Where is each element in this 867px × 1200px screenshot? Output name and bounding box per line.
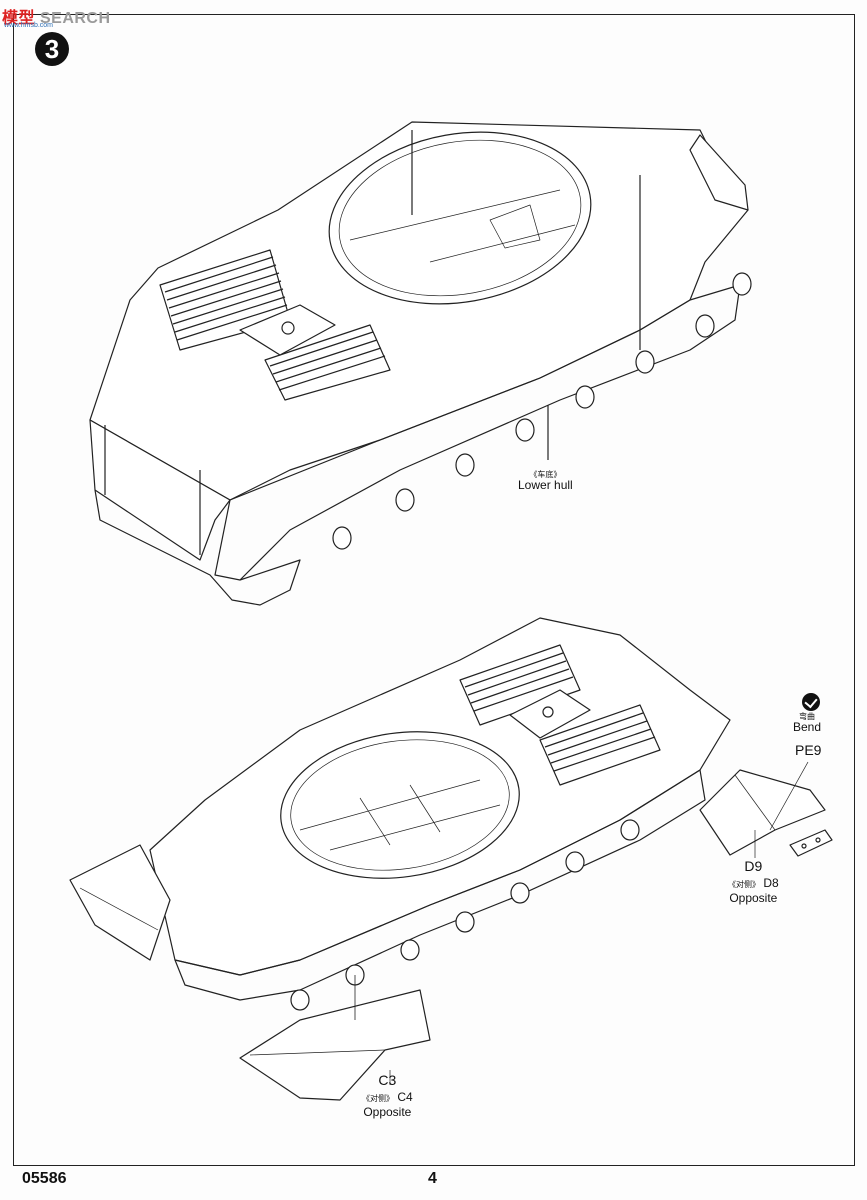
lower-hull-label: 《车底》 Lower hull [518, 470, 573, 493]
lower-ring-beam-2 [329, 804, 501, 851]
lower-hatch-knob [542, 706, 554, 718]
upper-road-wheels [332, 272, 752, 550]
part-d8-text: D8 [763, 876, 779, 891]
part-pe9-text: PE9 [795, 742, 822, 758]
upper-grille-right-slats [269, 331, 386, 391]
upper-front-bracket [689, 134, 749, 211]
part-pe9-piece [789, 829, 833, 857]
lower-grille-rear-slats [464, 652, 574, 712]
pe9-hole-1 [801, 843, 807, 849]
watermark-brand-cn: 模型 [2, 10, 36, 27]
page-frame [13, 14, 855, 1166]
upper-hull-lower-tub [94, 489, 301, 606]
part-d8-opposite-cn: 《对侧》 [728, 880, 760, 890]
lower-rear-fender-attached [69, 844, 171, 961]
part-d8-opposite-en: Opposite [729, 891, 778, 906]
part-c4-opposite-cn: 《对侧》 [362, 1094, 394, 1104]
part-d9-label: D9 《对侧》 D8 Opposite [728, 858, 779, 906]
step-number-badge: 3 [35, 32, 69, 66]
lower-rear-fender-ridge [79, 887, 159, 931]
part-d9-text: D9 [744, 858, 763, 874]
part-c3-ridge [249, 1049, 386, 1056]
pe9-leader-line [769, 761, 809, 831]
part-c3-fender [239, 989, 431, 1101]
bend-label: 弯曲 Bend [793, 712, 821, 735]
lower-turret-ring-inner [290, 739, 510, 871]
lower-hull-drawing [69, 617, 833, 1101]
part-d8-opposite-line: 《对侧》 D8 [728, 876, 779, 890]
lower-center-hatch [509, 689, 591, 739]
pe9-hole-2 [815, 837, 821, 843]
upper-hatch-knob [281, 321, 295, 335]
bend-label-en: Bend [793, 720, 822, 735]
part-c4-text: C4 [397, 1090, 413, 1105]
lower-turret-ring-outer [280, 731, 520, 879]
upper-hull-front-face [89, 419, 231, 561]
lower-ring-beam-3 [359, 797, 391, 846]
bend-label-cn: 弯曲 [799, 712, 816, 721]
watermark-brand-en: SEARCH [39, 10, 111, 27]
lower-ring-beam-4 [409, 784, 441, 833]
upper-turret-ring-inner [338, 139, 582, 297]
part-c4-opposite-en: Opposite [363, 1105, 412, 1120]
upper-hull-drawing [89, 121, 752, 606]
kit-code: 05586 [22, 1170, 67, 1187]
part-c3-text: C3 [378, 1072, 397, 1088]
part-pe9-label: PE9 [795, 742, 821, 758]
lower-grille-front-slats [544, 712, 656, 772]
upper-ring-bracket [489, 204, 541, 249]
watermark-url: www.hmsb.com [4, 22, 54, 29]
lower-hull-label-cn: 《车底》 [529, 470, 562, 479]
part-c4-opposite-line: 《对侧》 C4 [362, 1090, 413, 1104]
part-c3-label: C3 《对侧》 C4 Opposite [362, 1072, 413, 1120]
lower-hull-label-en: Lower hull [518, 478, 573, 493]
upper-ring-beam-1 [349, 189, 561, 241]
lower-hull-deck [149, 617, 731, 976]
upper-center-hatch [239, 304, 336, 356]
upper-alignment-lines [104, 130, 641, 555]
upper-hull-side [214, 284, 741, 581]
upper-engine-grille-right [264, 324, 391, 401]
bend-check-icon [802, 693, 820, 711]
upper-grille-left-slats [164, 256, 288, 341]
lower-road-wheels [290, 819, 640, 1011]
lower-hull-side [174, 769, 706, 1001]
watermark-logo: 模型 SEARCH [2, 4, 111, 28]
lower-ring-beam-1 [299, 779, 481, 831]
page-number: 4 [428, 1170, 437, 1187]
upper-turret-ring-outer [328, 131, 592, 305]
part-d9-ridge [734, 774, 776, 831]
